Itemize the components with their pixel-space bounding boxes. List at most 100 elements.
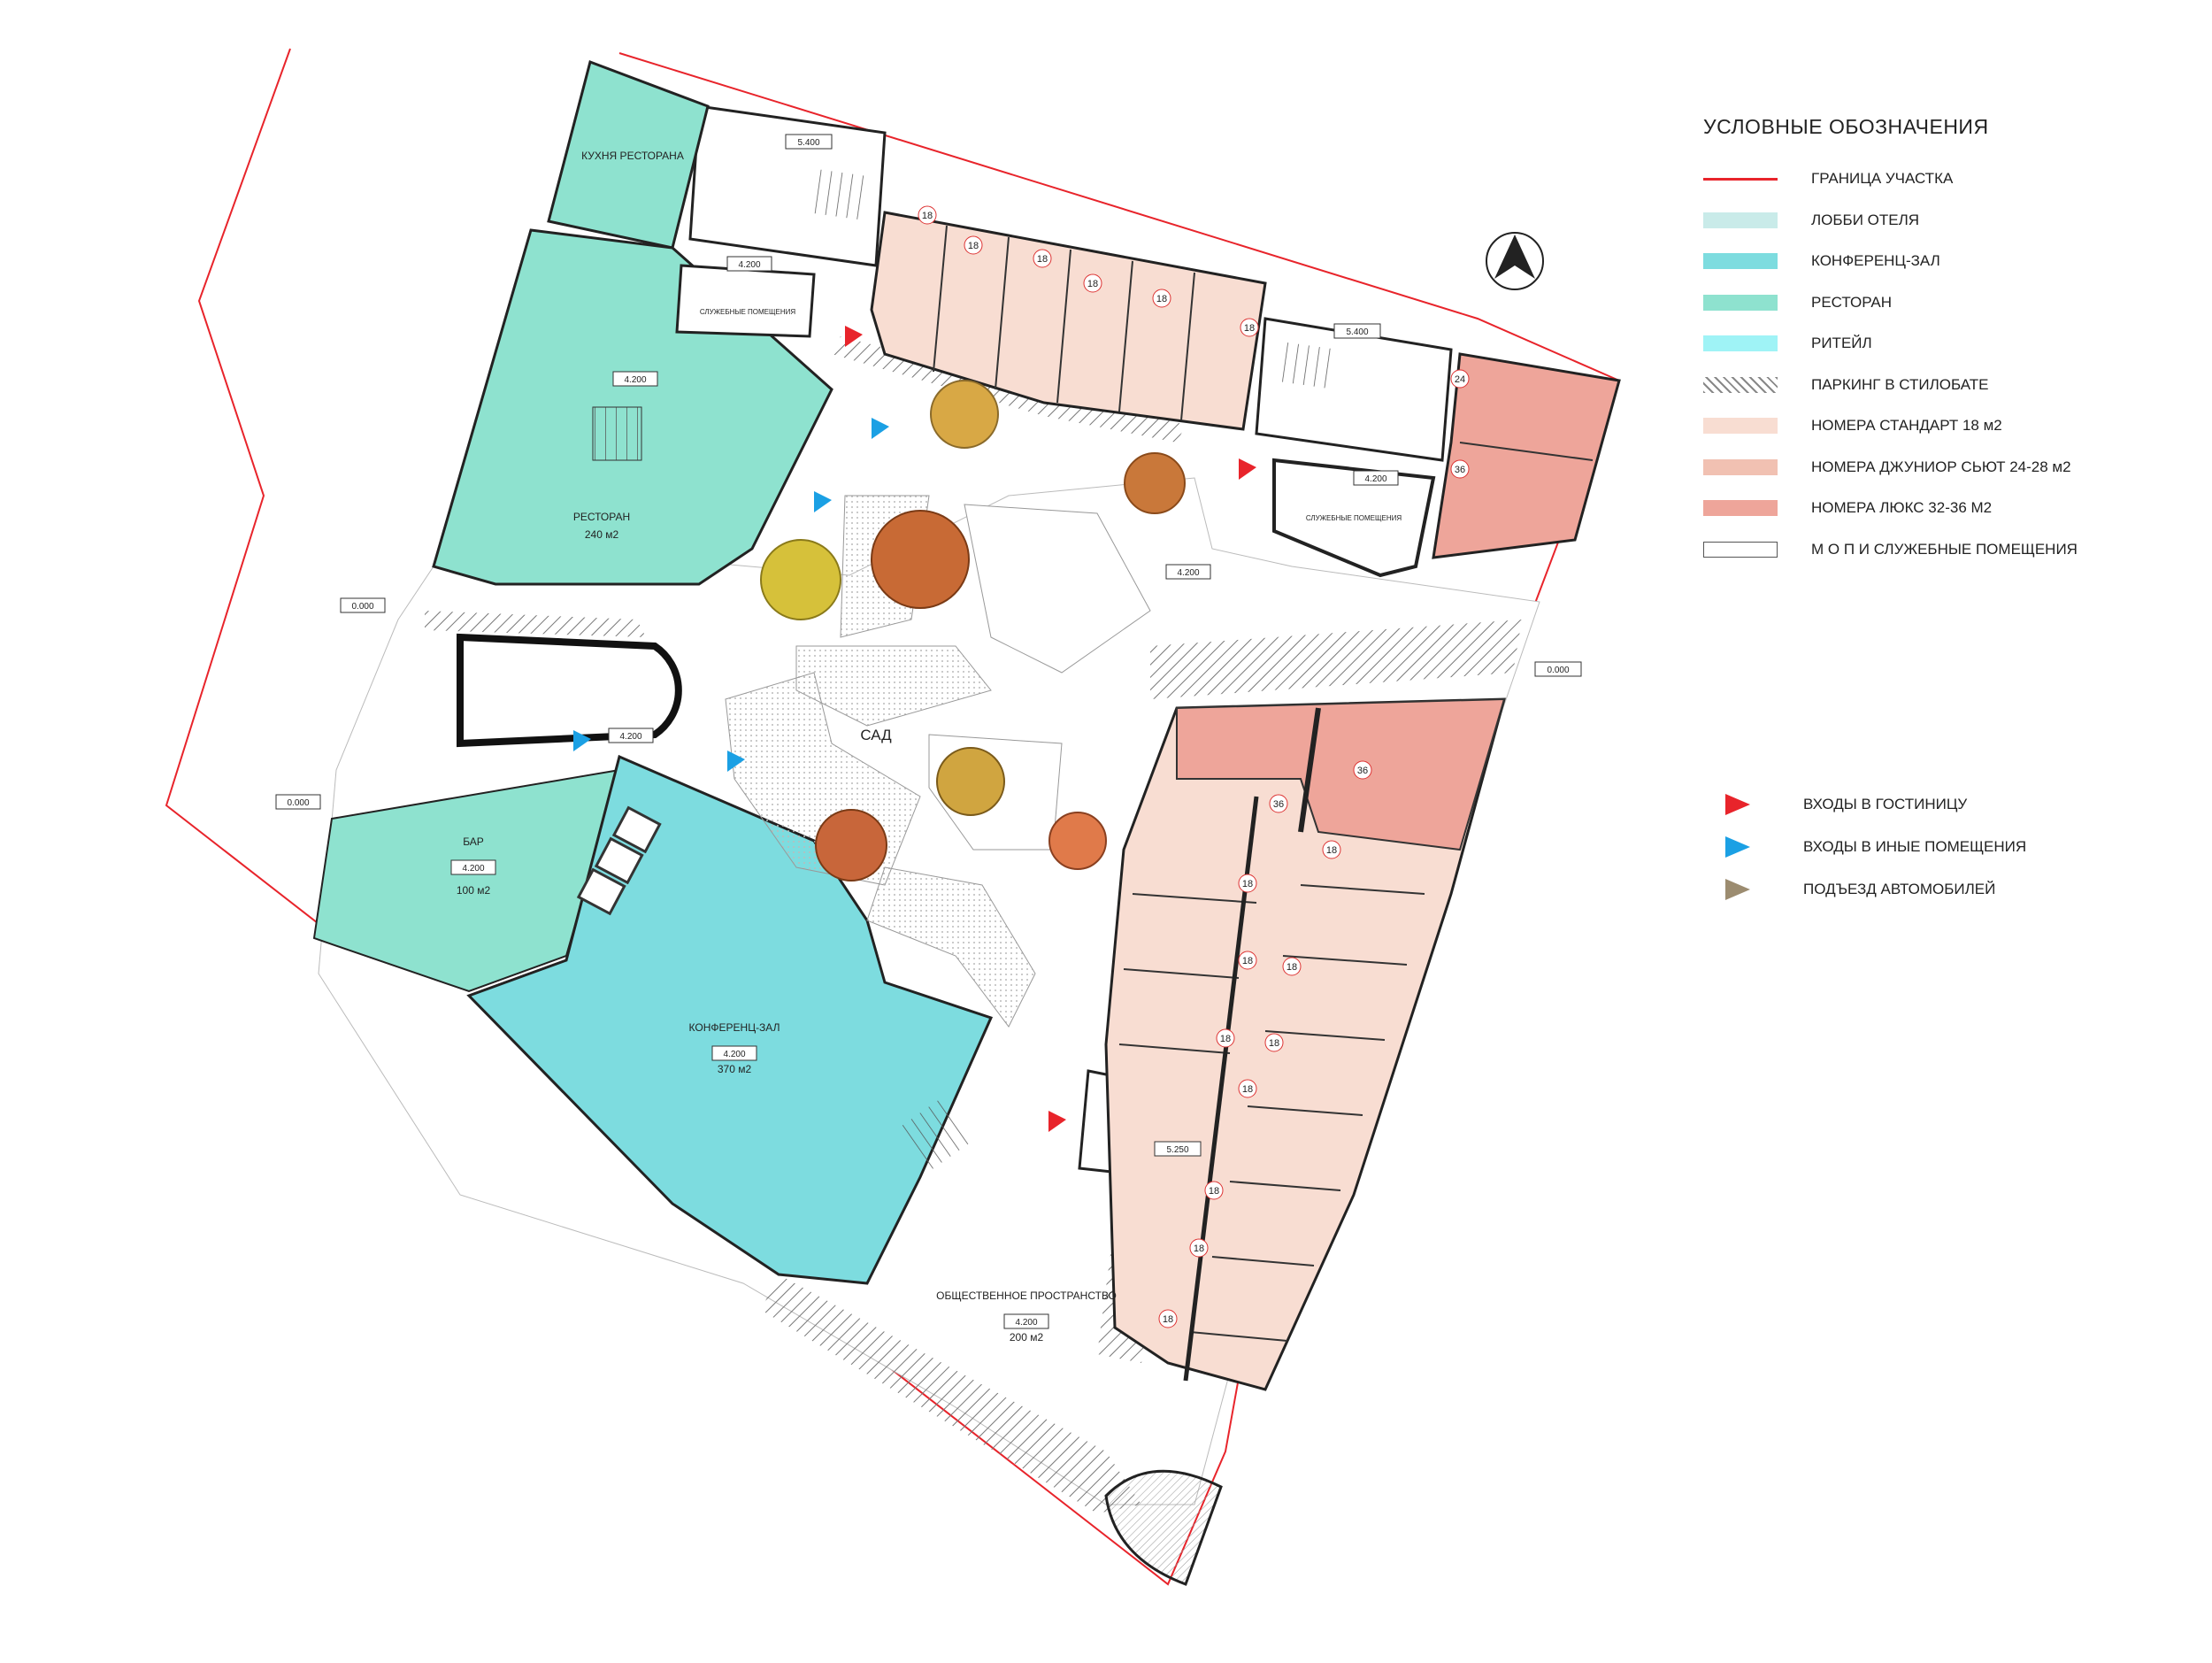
se-curve xyxy=(1104,1469,1223,1586)
svg-text:4.200: 4.200 xyxy=(619,732,641,742)
garden-paving-2 xyxy=(964,504,1151,674)
legend-swatch xyxy=(1703,335,1778,352)
svg-text:0.000: 0.000 xyxy=(1547,666,1569,675)
legend-label: НОМЕРА ЛЮКС 32-36 М2 xyxy=(1811,499,1993,517)
label-bar-area: 100 м2 xyxy=(457,884,491,897)
label-service-1: СЛУЖЕБНЫЕ ПОМЕЩЕНИЯ xyxy=(700,308,796,316)
legend-rows: ГРАНИЦА УЧАСТКА ЛОББИ ОТЕЛЯ КОНФЕРЕНЦ-ЗАЛ Р… xyxy=(1703,158,2163,570)
svg-text:18: 18 xyxy=(1242,879,1253,889)
svg-text:18: 18 xyxy=(1037,254,1048,265)
east-service xyxy=(1272,458,1436,578)
label-service-2: СЛУЖЕБНЫЕ ПОМЕЩЕНИЯ xyxy=(1306,514,1402,522)
bar xyxy=(312,768,621,993)
svg-text:36: 36 xyxy=(1357,766,1368,776)
label-public-area: 200 м2 xyxy=(1010,1331,1044,1343)
legend-swatch xyxy=(1703,253,1778,270)
svg-text:18: 18 xyxy=(1326,845,1337,856)
entrance-legend-item: ПОДЪЕЗД АВТОМОБИЛЕЙ xyxy=(1725,868,2150,911)
label-kitchen: КУХНЯ РЕСТОРАНА xyxy=(581,150,684,162)
svg-text:4.200: 4.200 xyxy=(462,864,484,874)
label-bar: БАР xyxy=(463,835,484,848)
conference-elevators xyxy=(576,805,662,916)
garden-trees xyxy=(760,380,1186,882)
legend-swatch xyxy=(1703,458,1778,475)
label-garden: САД xyxy=(860,727,892,743)
legend-label: НОМЕРА СТАНДАРТ 18 м2 xyxy=(1811,417,2002,435)
other-entrances xyxy=(573,418,889,772)
svg-text:4.200: 4.200 xyxy=(624,375,646,385)
legend-item: НОМЕРА ЛЮКС 32-36 М2 xyxy=(1703,488,2163,529)
legend-swatch xyxy=(1703,541,1778,558)
triangle-marker-icon xyxy=(1725,836,1750,858)
entrance-legend-item: ВХОДЫ В ГОСТИНИЦУ xyxy=(1725,783,2150,826)
legend-swatch xyxy=(1703,212,1778,228)
label-conference: КОНФЕРЕНЦ-ЗАЛ xyxy=(689,1021,780,1034)
svg-text:4.200: 4.200 xyxy=(738,260,760,270)
svg-text:0.000: 0.000 xyxy=(351,602,373,612)
restaurant-stair xyxy=(592,406,642,461)
legend-swatch xyxy=(1703,294,1778,311)
svg-text:36: 36 xyxy=(1273,799,1284,810)
label-restaurant: РЕСТОРАН xyxy=(573,511,630,523)
svg-text:18: 18 xyxy=(1194,1243,1204,1254)
svg-text:18: 18 xyxy=(922,211,933,221)
legend-label: М О П И СЛУЖЕБНЫЕ ПОМЕЩЕНИЯ xyxy=(1811,540,2078,558)
east-wing-lux xyxy=(1176,697,1506,851)
ne-lux-rooms xyxy=(1432,352,1621,559)
legend-item: НОМЕРА СТАНДАРТ 18 м2 xyxy=(1703,405,2163,447)
north-core-stair xyxy=(810,169,871,220)
legend-swatch xyxy=(1703,500,1778,517)
svg-text:0.000: 0.000 xyxy=(287,798,309,808)
svg-text:18: 18 xyxy=(1163,1314,1173,1325)
east-wing-partitions xyxy=(1118,796,1425,1382)
legend-item: РЕСТОРАН xyxy=(1703,282,2163,324)
svg-text:18: 18 xyxy=(1209,1186,1219,1197)
north-arrow xyxy=(1486,232,1544,290)
entrance-legend-label: ПОДЪЕЗД АВТОМОБИЛЕЙ xyxy=(1803,881,1996,897)
north-core-east-stair xyxy=(1280,342,1334,389)
conference-stair xyxy=(901,1096,975,1170)
svg-text:18: 18 xyxy=(1269,1038,1279,1049)
legend-item: М О П И СЛУЖЕБНЫЕ ПОМЕЩЕНИЯ xyxy=(1703,529,2163,571)
north-core-east xyxy=(1255,317,1453,462)
svg-text:4.200: 4.200 xyxy=(723,1050,745,1059)
svg-text:4.200: 4.200 xyxy=(1177,568,1199,578)
svg-text:5.250: 5.250 xyxy=(1166,1145,1188,1155)
svg-text:18: 18 xyxy=(1220,1034,1231,1044)
legend-label: КОНФЕРЕНЦ-ЗАЛ xyxy=(1811,252,1940,270)
label-restaurant-area: 240 м2 xyxy=(585,528,619,541)
svg-text:36: 36 xyxy=(1455,465,1465,475)
svg-text:24: 24 xyxy=(1455,374,1465,385)
triangle-marker-icon xyxy=(1725,794,1750,815)
svg-text:4.200: 4.200 xyxy=(1364,474,1386,484)
parking-east xyxy=(1150,620,1522,699)
legend-label: ЛОББИ ОТЕЛЯ xyxy=(1811,211,1920,228)
legend-label: НОМЕРА ДЖУНИОР СЬЮТ 24-28 м2 xyxy=(1811,458,2071,475)
legend-label: ГРАНИЦА УЧАСТКА xyxy=(1811,170,1954,188)
legend-label: ПАРКИНГ В СТИЛОБАТЕ xyxy=(1811,375,1989,393)
svg-text:18: 18 xyxy=(1244,323,1255,334)
legend-item: КОНФЕРЕНЦ-ЗАЛ xyxy=(1703,241,2163,282)
svg-text:5.400: 5.400 xyxy=(1346,327,1368,337)
triangle-marker-icon xyxy=(1725,879,1750,900)
svg-text:4.200: 4.200 xyxy=(1015,1318,1037,1328)
svg-text:18: 18 xyxy=(1087,279,1098,289)
legend-title: УСЛОВНЫЕ ОБОЗНАЧЕНИЯ xyxy=(1703,115,1989,138)
svg-text:18: 18 xyxy=(1242,1084,1253,1095)
parking-south xyxy=(761,1274,1141,1513)
legend-item: НОМЕРА ДЖУНИОР СЬЮТ 24-28 м2 xyxy=(1703,447,2163,489)
hotel-entrances xyxy=(845,326,1256,1132)
svg-text:18: 18 xyxy=(968,241,979,251)
label-conference-area: 370 м2 xyxy=(718,1063,752,1075)
legend-item: ГРАНИЦА УЧАСТКА xyxy=(1703,158,2163,200)
svg-text:18: 18 xyxy=(1156,294,1167,304)
legend-swatch xyxy=(1703,177,1778,181)
passage-u xyxy=(457,633,682,748)
north-wing-rooms xyxy=(870,211,1267,431)
legend-item: ЛОББИ ОТЕЛЯ xyxy=(1703,200,2163,242)
legend-label: РИТЕЙЛ xyxy=(1811,335,1872,352)
garden-paving-6 xyxy=(866,866,1036,1028)
entrance-legend-item: ВХОДЫ В ИНЫЕ ПОМЕЩЕНИЯ xyxy=(1725,826,2150,868)
